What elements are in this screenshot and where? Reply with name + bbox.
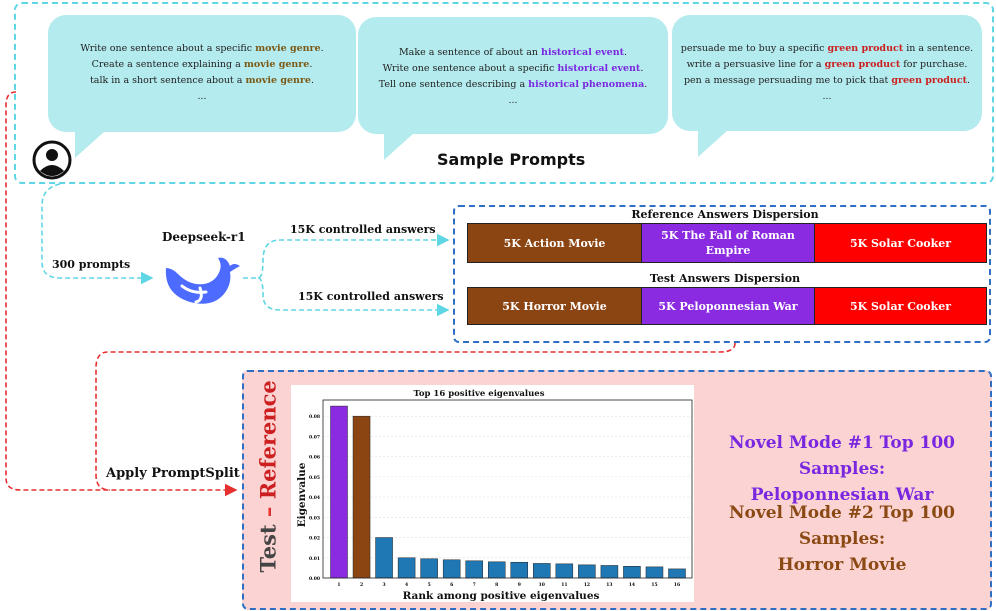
x-tick-label: 3 bbox=[382, 582, 385, 588]
x-tick-label: 9 bbox=[518, 582, 521, 588]
x-tick-label: 10 bbox=[539, 582, 545, 588]
answers-top-label: 15K controlled answers bbox=[290, 223, 436, 236]
bubble-line: ... bbox=[508, 95, 518, 106]
chart-bar-9 bbox=[510, 561, 529, 579]
chart-bar-14 bbox=[623, 566, 641, 579]
chart-bar-1 bbox=[330, 405, 348, 579]
reference-segment-roman: 5K The Fall of Roman Empire bbox=[642, 224, 815, 262]
x-tick-label: 2 bbox=[360, 582, 363, 588]
x-tick-label: 4 bbox=[405, 582, 408, 588]
bubble-line: write a persuasive line for a green prod… bbox=[686, 59, 968, 70]
y-tick-label: 0.01 bbox=[309, 556, 320, 562]
bubble-line: pen a message persuading me to pick that… bbox=[683, 75, 971, 86]
novel-mode-1-topic: Peloponnesian War bbox=[750, 485, 934, 505]
chart-bar-6 bbox=[442, 559, 461, 579]
bubble-line: Tell one sentence describing a historica… bbox=[378, 79, 648, 90]
bubble-line: Write one sentence about a specific hist… bbox=[382, 63, 644, 74]
bubble-tail bbox=[75, 131, 105, 158]
x-tick-label: 11 bbox=[561, 582, 567, 588]
chart-bar-11 bbox=[555, 563, 574, 579]
y-tick-label: 0.03 bbox=[309, 515, 320, 521]
x-tick-label: 15 bbox=[651, 582, 657, 588]
novel-mode-2-title: Novel Mode #2 Top 100 Samples: bbox=[728, 503, 956, 549]
novel-mode-1: Novel Mode #1 Top 100 Samples: Peloponne… bbox=[692, 430, 992, 508]
side-label-test: Test bbox=[255, 524, 281, 573]
chart-bar-10 bbox=[533, 563, 551, 579]
chart-bar-7 bbox=[465, 560, 483, 579]
x-tick-label: 7 bbox=[473, 582, 476, 588]
x-tick-label: 8 bbox=[495, 582, 498, 588]
bubble-tail bbox=[698, 130, 728, 157]
bubble-line: Create a sentence explaining a movie gen… bbox=[91, 59, 313, 70]
prompt-bubble-movie: Write one sentence about a specific movi… bbox=[48, 15, 356, 132]
x-tick-label: 14 bbox=[629, 582, 635, 588]
chart-bar-3 bbox=[375, 537, 393, 579]
y-tick-label: 0.05 bbox=[309, 475, 320, 481]
reference-segment-solar: 5K Solar Cooker bbox=[815, 224, 986, 262]
novel-mode-2-topic: Horror Movie bbox=[777, 555, 907, 575]
y-tick-label: 0.07 bbox=[309, 434, 320, 440]
chart-bar-16 bbox=[668, 568, 686, 579]
reference-dispersion-title: Reference Answers Dispersion bbox=[631, 208, 819, 221]
chart-bar-12 bbox=[578, 564, 596, 579]
reference-dispersion-bar: 5K Action Movie 5K The Fall of Roman Emp… bbox=[467, 223, 987, 263]
y-tick-label: 0.00 bbox=[309, 576, 320, 582]
bubble-line: Make a sentence of about an historical e… bbox=[398, 47, 628, 58]
prompts-count-label: 300 prompts bbox=[52, 258, 131, 271]
chart-title: Top 16 positive eigenvalues bbox=[413, 389, 544, 399]
chart-bar-2 bbox=[352, 415, 371, 579]
test-dispersion-bar: 5K Horror Movie 5K Peloponnesian War 5K … bbox=[467, 287, 987, 325]
user-avatar-icon bbox=[32, 140, 72, 180]
x-tick-label: 12 bbox=[584, 582, 590, 588]
side-label-dash: – bbox=[255, 506, 281, 518]
chart-ylabel: Eigenvalue bbox=[296, 462, 308, 527]
bubble-line: ... bbox=[822, 91, 832, 102]
prompt-bubble-history: Make a sentence of about an historical e… bbox=[358, 17, 668, 134]
bubble-line: ... bbox=[197, 91, 207, 102]
y-tick-label: 0.02 bbox=[309, 536, 320, 542]
test-segment-horror: 5K Horror Movie bbox=[468, 288, 642, 324]
y-tick-label: 0.06 bbox=[309, 455, 320, 461]
bubble-line: talk in a short sentence about a movie g… bbox=[89, 75, 315, 86]
x-tick-label: 16 bbox=[674, 582, 680, 588]
bubble-tail bbox=[384, 133, 414, 160]
dispersion-frame bbox=[453, 205, 991, 343]
sample-prompts-frame bbox=[14, 2, 994, 184]
x-tick-label: 1 bbox=[337, 582, 340, 588]
deepseek-whale-icon bbox=[165, 257, 240, 304]
chart-plot-frame bbox=[322, 399, 693, 579]
sample-prompts-title: Sample Prompts bbox=[437, 150, 586, 169]
model-name-label: Deepseek-r1 bbox=[162, 230, 246, 244]
novel-mode-1-title: Novel Mode #1 Top 100 Samples: bbox=[728, 433, 956, 479]
reference-segment-action: 5K Action Movie bbox=[468, 224, 642, 262]
side-label-reference: Reference bbox=[255, 380, 281, 500]
x-tick-label: 5 bbox=[428, 582, 431, 588]
test-dispersion-title: Test Answers Dispersion bbox=[649, 272, 801, 285]
novel-mode-2: Novel Mode #2 Top 100 Samples: Horror Mo… bbox=[692, 500, 992, 578]
test-segment-solar: 5K Solar Cooker bbox=[815, 288, 986, 324]
answers-bottom-label: 15K controlled answers bbox=[298, 290, 444, 303]
bubble-line: persuade me to buy a specific green prod… bbox=[680, 43, 974, 54]
side-label: Test – Reference bbox=[255, 380, 281, 573]
chart-bar-5 bbox=[420, 558, 438, 579]
y-tick-label: 0.08 bbox=[309, 414, 320, 420]
chart-xlabel: Rank among positive eigenvalues bbox=[403, 590, 600, 602]
x-tick-label: 6 bbox=[450, 582, 453, 588]
apply-promptsplit-label: Apply PromptSplit bbox=[106, 466, 240, 481]
x-tick-label: 13 bbox=[606, 582, 612, 588]
chart-bar-15 bbox=[645, 566, 664, 579]
chart-bar-4 bbox=[397, 557, 416, 579]
chart-bar-8 bbox=[487, 561, 506, 579]
bubble-line: Write one sentence about a specific movi… bbox=[80, 43, 324, 54]
prompt-bubble-product: persuade me to buy a specific green prod… bbox=[672, 15, 982, 131]
eigenvalue-chart: Top 16 positive eigenvalues Rank among p… bbox=[296, 389, 693, 602]
test-segment-peloponnesian: 5K Peloponnesian War bbox=[642, 288, 815, 324]
chart-bar-13 bbox=[600, 565, 619, 579]
y-tick-label: 0.04 bbox=[309, 495, 320, 501]
